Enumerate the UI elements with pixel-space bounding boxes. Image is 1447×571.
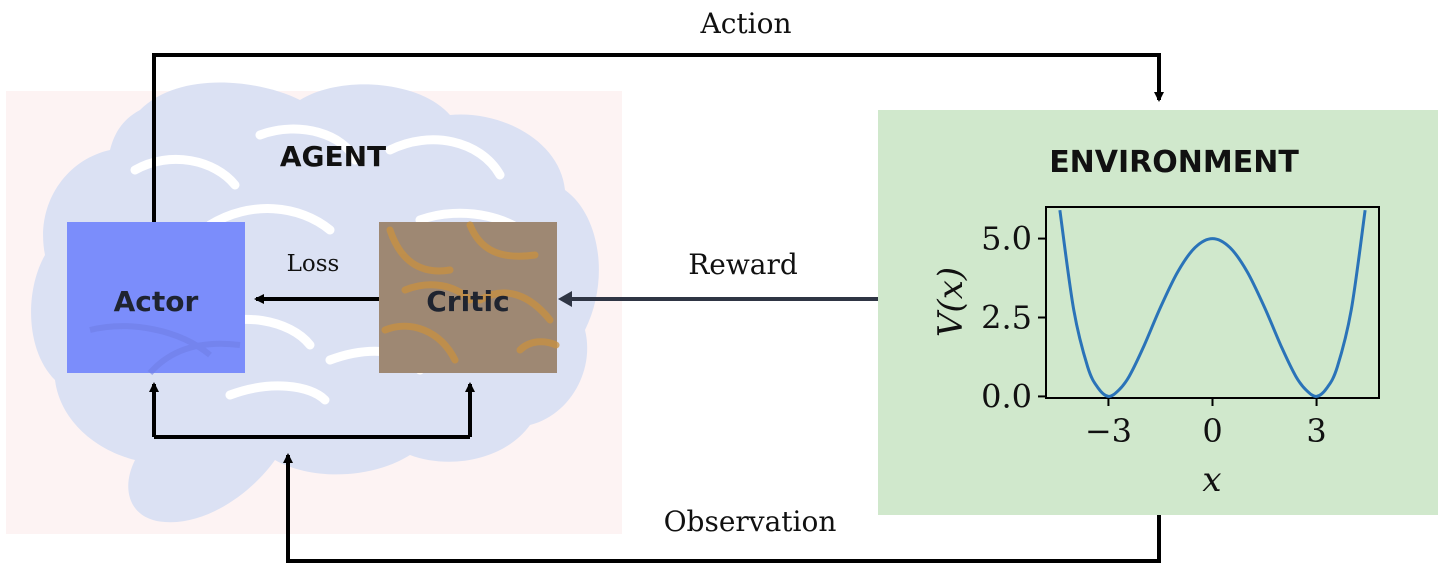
arrows [149,53,1164,563]
loss-label: Loss [287,251,340,277]
y-tick-label: 0.0 [981,377,1032,415]
potential-plot: −3 0 3 0.0 2.5 5.0 x V(x) [931,206,1380,500]
potential-curve [1058,209,1367,398]
x-tick-label: −3 [1085,412,1132,450]
x-tick-label: 3 [1306,412,1326,450]
critic-vein-pattern [381,221,560,364]
agent-title: AGENT [280,140,386,173]
y-tick-label: 2.5 [981,298,1032,336]
action-arrow [152,53,1164,222]
y-axis-label: V(x) [931,267,971,337]
x-axis-label: x [1202,460,1221,500]
critic-label: Critic [426,285,510,318]
actor-box [67,222,245,373]
action-label: Action [700,7,792,40]
y-tick-label: 5.0 [981,220,1032,258]
environment-title: ENVIRONMENT [1049,145,1299,180]
x-tick-label: 0 [1202,412,1222,450]
reward-label: Reward [688,248,798,281]
observation-label: Observation [664,505,837,538]
actor-label: Actor [114,285,199,318]
observation-arrow [283,453,1161,563]
